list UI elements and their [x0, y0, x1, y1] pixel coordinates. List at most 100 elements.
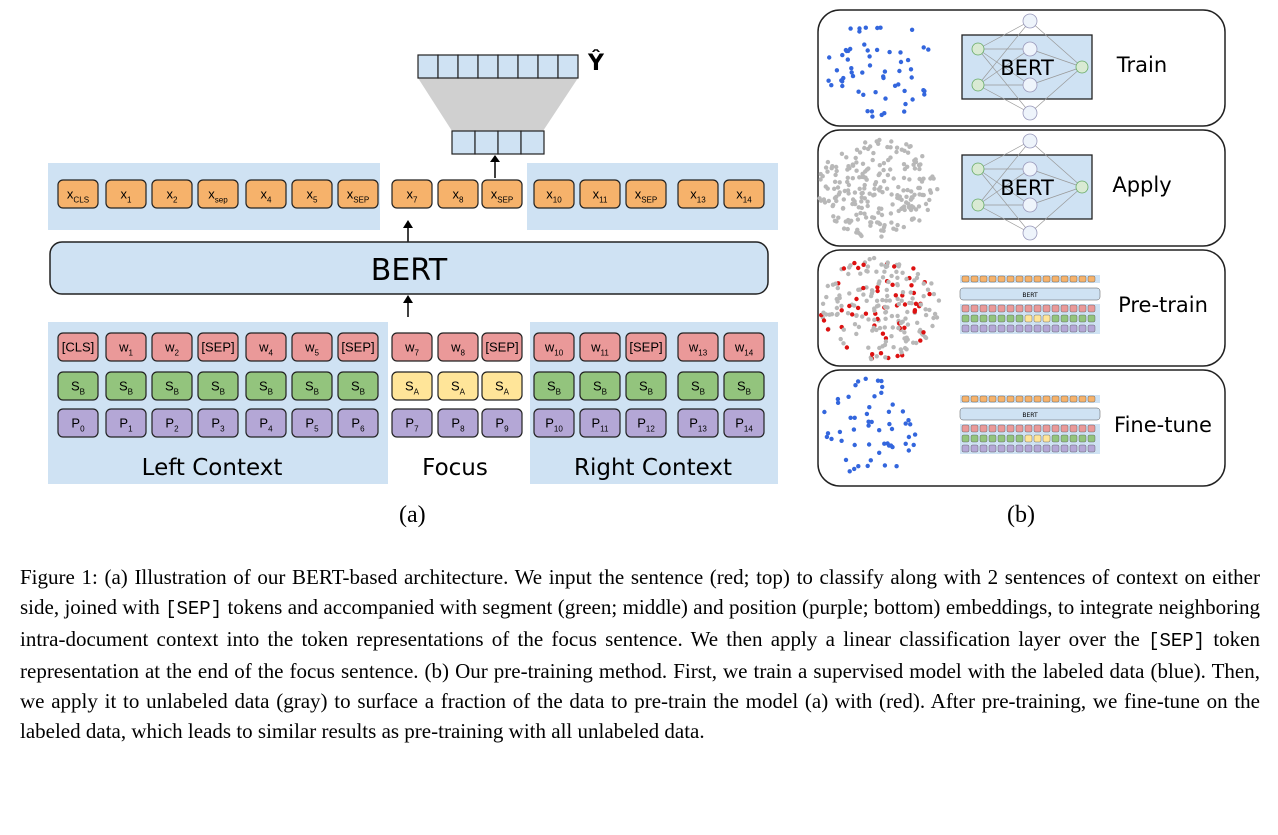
- unlabeled-point: [884, 186, 890, 191]
- unlabeled-point: [888, 211, 894, 216]
- network-edge: [977, 168, 1031, 234]
- mini-token: [979, 424, 988, 433]
- mini-token: [1015, 395, 1024, 403]
- network-edge: [1029, 66, 1083, 86]
- input-token-box: [391, 332, 433, 362]
- unlabeled-point: [865, 203, 870, 209]
- labeled-point: [846, 394, 851, 399]
- embedding-token-box: [481, 179, 523, 209]
- input-token-label: w5: [304, 340, 319, 358]
- hidden-node: [1022, 197, 1038, 213]
- selected-point: [895, 296, 900, 302]
- labeled-point: [840, 83, 845, 89]
- mini-token: [1060, 444, 1069, 453]
- unlabeled-point: [821, 197, 827, 202]
- selected-point: [896, 264, 901, 269]
- unlabeled-point: [850, 176, 855, 181]
- selected-point: [856, 324, 862, 330]
- input-token-box: [481, 332, 523, 362]
- hidden-node: [1022, 105, 1038, 121]
- unlabeled-point: [839, 151, 845, 156]
- hidden-node: [1022, 161, 1038, 177]
- mini-token: [1006, 424, 1015, 433]
- labeled-point: [865, 463, 870, 469]
- labeled-point: [880, 384, 885, 390]
- labeled-point: [867, 63, 873, 68]
- mini-token: [1024, 395, 1033, 403]
- position-token-box: [337, 408, 379, 438]
- unlabeled-point: [854, 147, 860, 152]
- labeled-point: [865, 109, 870, 114]
- unlabeled-point: [881, 167, 886, 173]
- unlabeled-point: [862, 182, 867, 188]
- mini-token: [988, 424, 997, 433]
- mini-token: [1033, 304, 1042, 313]
- labeled-point: [837, 429, 843, 435]
- mini-token: [1051, 444, 1060, 453]
- unlabeled-point: [852, 201, 858, 207]
- unlabeled-point: [927, 197, 932, 203]
- hidden-node: [1022, 41, 1038, 57]
- labeled-point: [866, 423, 871, 428]
- labeled-point: [908, 422, 913, 427]
- unlabeled-point: [859, 191, 864, 196]
- selected-point: [927, 307, 932, 313]
- right-context-label: Right Context: [574, 455, 732, 481]
- unlabeled-point: [920, 154, 925, 159]
- mini-token: [1069, 424, 1078, 433]
- bert-model-label: BERT: [1000, 56, 1054, 80]
- mini-token: [988, 444, 997, 453]
- mini-token: [1033, 444, 1042, 453]
- unlabeled-point: [885, 144, 890, 150]
- unlabeled-point: [825, 169, 830, 174]
- embedding-token-label: xCLS: [67, 187, 89, 205]
- embedding-token-box: [337, 179, 379, 209]
- unlabeled-point: [832, 179, 838, 184]
- selected-point: [883, 309, 889, 315]
- selected-point: [885, 305, 890, 310]
- figure-label: Figure 1:: [20, 565, 98, 589]
- narrow-output-cell: [451, 130, 476, 155]
- labeled-point: [856, 464, 861, 469]
- labeled-point: [883, 96, 888, 101]
- selected-point: [880, 331, 886, 336]
- selected-point: [854, 331, 859, 337]
- input-token-box: [291, 332, 333, 362]
- position-token-label: P10: [545, 416, 563, 434]
- selected-point: [883, 316, 888, 321]
- selected-point: [904, 335, 909, 340]
- segment-token-label: SB: [547, 379, 561, 397]
- selected-point: [883, 339, 889, 344]
- selected-point: [893, 293, 898, 298]
- unlabeled-point: [921, 176, 926, 181]
- unlabeled-point: [846, 164, 851, 169]
- unlabeled-point: [906, 201, 911, 206]
- selected-point: [877, 345, 882, 351]
- labeled-point: [835, 396, 841, 402]
- segment-token-box: [105, 371, 147, 401]
- labeled-point: [906, 448, 911, 453]
- mini-token: [1051, 424, 1060, 433]
- unlabeled-point: [881, 179, 887, 184]
- unlabeled-point: [889, 220, 894, 225]
- unlabeled-point: [823, 165, 829, 170]
- selected-point: [844, 345, 850, 350]
- selected-point: [880, 275, 886, 280]
- segment-token-label: SB: [211, 379, 225, 397]
- unlabeled-point: [870, 157, 875, 163]
- mini-token: [1060, 434, 1069, 443]
- network-edge: [977, 140, 1031, 206]
- embedding-token-box: [197, 179, 239, 209]
- mini-token: [988, 434, 997, 443]
- labeled-point: [903, 421, 908, 426]
- selected-point: [902, 325, 907, 330]
- unlabeled-point: [923, 201, 929, 207]
- unlabeled-point: [888, 167, 893, 172]
- labeled-point: [852, 442, 857, 448]
- selected-point: [841, 327, 846, 332]
- mini-token: [979, 275, 988, 283]
- caption-part-1: (a) Illustration of our BERT-based archi…: [20, 565, 1260, 619]
- mini-token: [1060, 304, 1069, 313]
